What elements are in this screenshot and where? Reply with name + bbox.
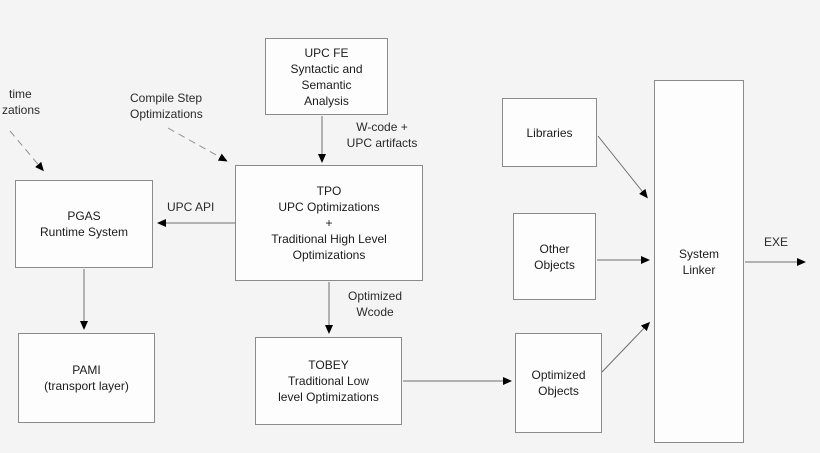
label-line: Compile Step [130,91,203,105]
node-line: Optimized [531,368,586,382]
label-line: Optimizations [130,107,203,121]
node-tpo: TPO UPC Optimizations + Traditional High… [235,165,423,281]
node-line: Objects [538,384,579,398]
node-libraries: Libraries [502,98,597,167]
node-line: Other [539,241,570,256]
node-pami: PAMI (transport layer) [18,333,155,423]
node-line: Objects [534,257,575,272]
node-other-objects: Other Objects [513,213,596,300]
label-line: UPC artifacts [346,136,418,150]
node-line: TOBEY [308,358,349,372]
node-line: TPO [316,184,342,198]
node-line: level Optimizations [278,390,379,404]
node-line: Runtime System [39,225,129,239]
node-line: PGAS [67,209,101,223]
label-upc-api: UPC API [167,200,215,214]
arrow-libraries-to-linker [597,135,648,199]
node-line: UPC FE [304,45,349,60]
node-line: Traditional Low [288,374,369,388]
node-line: Analysis [304,93,349,108]
node-line: + [325,216,333,230]
node-line: Libraries [526,125,573,140]
arrow-dashed-compile-step-to-tpo [167,127,228,162]
node-line: System [678,246,719,261]
label-wcode-upc-artifacts: W-code + UPC artifacts [341,119,423,151]
label-exe: EXE [763,235,788,249]
label-runtime-optimizations-cutoff: time zations [2,86,40,118]
node-line: UPC Optimizations [278,200,380,214]
label-line: Wcode [356,305,394,319]
label-compile-step-optimizations: Compile Step Optimizations [130,90,203,122]
arrow-dashed-runtime-opt-to-pgas [9,130,44,172]
node-line: Syntactic and [290,61,363,76]
node-line: Optimizations [292,248,366,262]
label-optimized-wcode: Optimized Wcode [340,288,410,320]
label-line: Optimized [347,289,403,303]
node-line: Semantic [301,77,352,92]
node-system-linker: System Linker [654,80,744,443]
node-line: Linker [682,262,716,277]
node-optimized-objects: Optimized Objects [515,333,602,433]
node-line: Traditional High Level [271,232,387,246]
node-line: PAMI [72,363,101,377]
label-line: W-code + [356,120,408,134]
node-line: (transport layer) [44,379,129,393]
node-upc-fe: UPC FE Syntactic and Semantic Analysis [265,38,388,115]
label-line: zations [2,103,41,117]
node-pgas-runtime: PGAS Runtime System [15,180,153,268]
arrow-optimized-objects-to-linker [601,321,651,373]
node-tobey: TOBEY Traditional Low level Optimization… [255,337,402,425]
label-line: time [9,87,32,101]
